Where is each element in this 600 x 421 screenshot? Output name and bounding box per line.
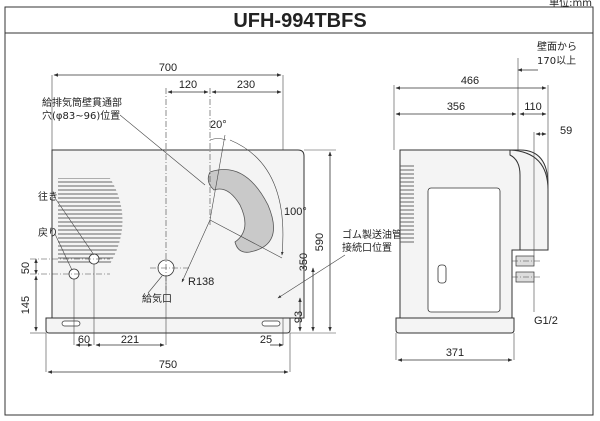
- g-label: G1/2: [534, 315, 558, 327]
- return-label: 戻り: [38, 226, 58, 239]
- dim-60: 60: [78, 334, 90, 346]
- intake-label: 給気口: [142, 292, 172, 305]
- side-grille: [400, 165, 414, 245]
- angle-line-100: [209, 219, 283, 259]
- angle-100: 100°: [284, 206, 307, 218]
- dim-356: 356: [447, 101, 465, 113]
- supply-label-2: 接続口位置: [342, 241, 392, 254]
- angle-arc-100: [229, 139, 284, 256]
- dim-145: 145: [20, 296, 32, 314]
- outer-frame: [4, 6, 594, 416]
- flue-duct: [207, 169, 274, 253]
- angle-20: 20°: [210, 119, 227, 131]
- angle-arc-20: [209, 138, 227, 141]
- dim-466: 466: [461, 75, 479, 87]
- side-window: [437, 264, 447, 284]
- wall-label-2: 170以上: [537, 55, 576, 67]
- side-view: 壁面から 170以上 466 356 110 59 G1/2 371: [393, 40, 577, 362]
- supply-label-1: ゴム製送油管: [342, 228, 402, 241]
- dim-120: 120: [179, 79, 197, 91]
- dim-50: 50: [20, 262, 32, 274]
- dim-590: 590: [314, 233, 326, 251]
- dim-93: 93: [293, 311, 305, 323]
- angle-line-20: [209, 134, 226, 221]
- hole-leader: [119, 114, 206, 186]
- hole-label-2: 穴(φ83~96)位置: [42, 109, 120, 122]
- hole-label-1: 給排気筒壁貫通部: [42, 96, 122, 109]
- wall-label-1: 壁面から: [537, 40, 577, 53]
- radius-line: [181, 219, 211, 283]
- front-view: 700 120 230 給排気筒壁貫通部 穴(φ83~96)位置 20° 100…: [20, 62, 402, 374]
- dim-221: 221: [121, 334, 139, 346]
- base-slot-right: [261, 320, 281, 327]
- heater-base-front: [45, 317, 291, 334]
- dim-25: 25: [260, 334, 272, 346]
- dim-59: 59: [560, 125, 572, 137]
- outlet-leader: [54, 197, 95, 256]
- dim-371: 371: [446, 347, 464, 359]
- dim-750: 750: [159, 359, 177, 371]
- side-panel: [427, 187, 501, 313]
- unit-label: 単位:mm: [549, 0, 592, 9]
- base-slot-left: [61, 320, 81, 327]
- dim-700: 700: [159, 62, 177, 74]
- dim-110: 110: [524, 101, 542, 113]
- radius-r138: R138: [188, 276, 214, 288]
- intake-leader: [147, 275, 163, 294]
- outlet-label: 往き: [38, 190, 58, 203]
- dim-350: 350: [298, 253, 310, 271]
- return-leader: [54, 233, 73, 271]
- heater-base-side: [395, 317, 515, 334]
- model-title: UFH-994TBFS: [233, 10, 366, 32]
- dim-230: 230: [237, 79, 255, 91]
- grille-mask: [110, 178, 160, 264]
